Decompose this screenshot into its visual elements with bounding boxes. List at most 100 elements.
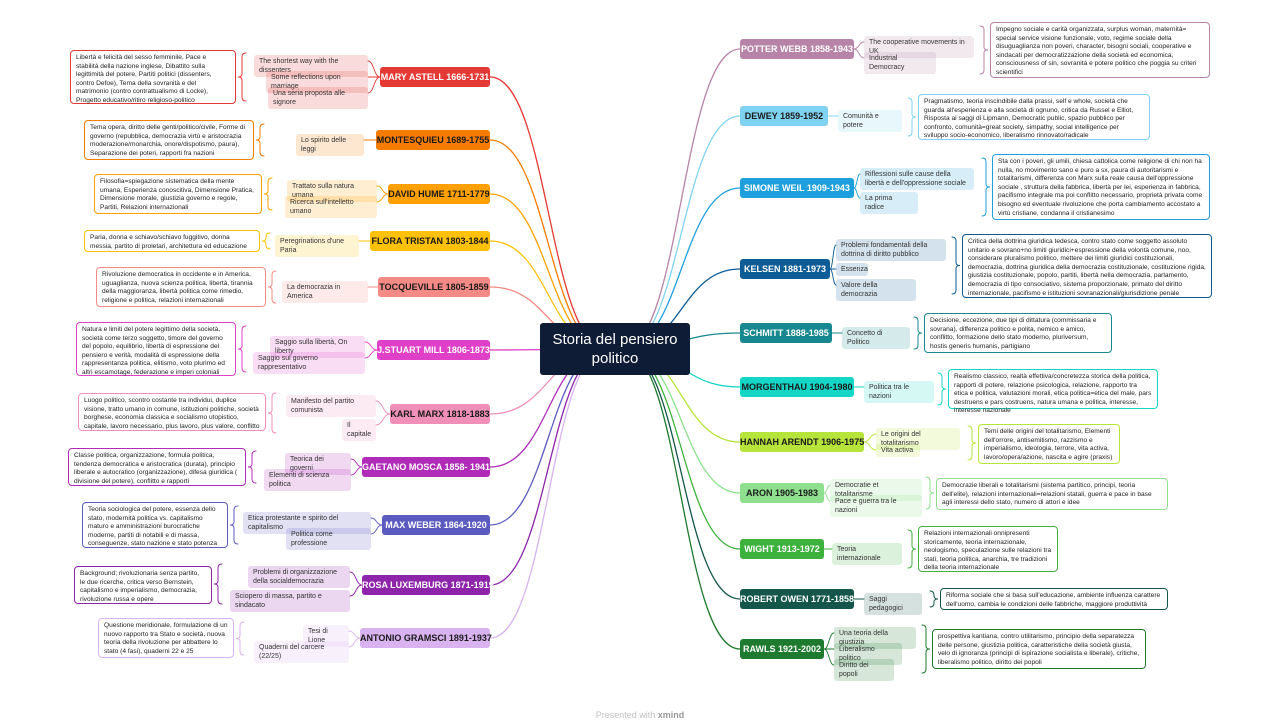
branch-tocqueville[interactable]: TOCQUEVILLE 1805-1859 [378, 277, 490, 297]
branch-montesquieu[interactable]: MONTESQUIEU 1689-1755 [376, 130, 490, 150]
subtopic-rosa-luxemburg-2[interactable]: Sciopero di massa, partito e sindacato [230, 590, 350, 612]
subtopic-kelsen-1[interactable]: Problemi fondamentali della dottrina di … [836, 239, 946, 261]
subtopic-potter-webb-1[interactable]: The cooperative movements in UK [864, 36, 974, 58]
subtopic-aron-1[interactable]: Democratie et totalitarisme [830, 479, 922, 501]
branch-david-hume[interactable]: DAVID HUME 1711-1779 [388, 184, 490, 204]
footer-watermark: Presented with xmind [595, 710, 685, 720]
sub-connector-simone-weil-2 [853, 187, 861, 199]
subtopic-karl-marx-1[interactable]: Manifesto del partito comunista [286, 395, 376, 417]
branch-schmitt[interactable]: SCHMITT 1888-1985 [740, 323, 832, 343]
connector-max-weber [489, 348, 608, 526]
note-robert-owen: Riforma sociale che si basa sull'educazi… [940, 588, 1168, 610]
subtopic-david-hume-1[interactable]: Trattato sulla natura umana [287, 180, 377, 202]
subtopic-hannah-arendt-2[interactable]: Vita activa [876, 444, 920, 457]
central-topic[interactable]: Storia del pensiero politico [540, 323, 690, 375]
subtopic-kelsen-2[interactable]: Essenza [836, 263, 868, 276]
subtopic-max-weber-2[interactable]: Politica come professione [286, 528, 371, 550]
branch-flora-tristan[interactable]: FLORA TRISTAN 1803-1844 [370, 231, 490, 251]
sub-connector-gaetano-mosca-1 [350, 458, 363, 468]
sub-connector-mary-astell-3 [367, 76, 381, 94]
subtopic-flora-tristan-1[interactable]: Peregrinations d'une Paria [275, 235, 359, 257]
branch-potter-webb[interactable]: POTTER WEBB 1858-1943 [740, 39, 854, 59]
connector-antonio-gramsci [489, 348, 608, 639]
brace-david-hume [263, 177, 273, 211]
branch-rawls[interactable]: RAWLS 1921-2002 [740, 639, 824, 659]
connector-potter-webb [622, 48, 741, 350]
subtopic-simone-weil-1[interactable]: Riflessioni sulle cause della libertà e … [860, 168, 974, 190]
note-gaetano-mosca: Classe politica, organizzazione, formula… [68, 448, 246, 486]
subtopic-morgenthau-1[interactable]: Politica tra le nazioni [864, 381, 934, 403]
subtopic-wight-1[interactable]: Teoria internazionale [832, 543, 902, 565]
note-mary-astell: Libertà e felicità del sesso femminile, … [70, 50, 236, 104]
brace-aron [925, 476, 935, 510]
subtopic-kelsen-3[interactable]: Valore della democrazia [836, 279, 916, 301]
branch-gaetano-mosca[interactable]: GAETANO MOSCA 1858- 1941 [362, 457, 490, 477]
branch-dewey[interactable]: DEWEY 1859-1952 [740, 106, 828, 126]
brace-karl-marx [267, 392, 277, 434]
sub-connector-antonio-gramsci-2 [348, 637, 361, 648]
sub-connector-rawls-3 [823, 648, 835, 666]
brace-kelsen [951, 236, 961, 295]
brace-stuart-mill [237, 325, 247, 373]
subtopic-simone-weil-2[interactable]: La prima radice [860, 192, 918, 214]
subtopic-potter-webb-2[interactable]: Industrial Democracy [864, 52, 936, 74]
subtopic-rawls-1[interactable]: Una teoria della giustizia [834, 627, 916, 649]
subtopic-stuart-mill-2[interactable]: Saggio sul governo rappresentativo [253, 352, 365, 374]
note-flora-tristan: Paria, donna e schiavo/schiavo fuggitivo… [84, 230, 260, 252]
brace-montesquieu [255, 123, 265, 157]
connector-robert-owen [622, 348, 741, 600]
branch-max-weber[interactable]: MAX WEBER 1864-1920 [382, 515, 490, 535]
sub-connector-david-hume-1 [376, 185, 389, 195]
note-max-weber: Teoria sociologica del potere, essenza d… [82, 502, 228, 548]
subtopic-rawls-3[interactable]: Diritto dei popoli [834, 659, 894, 681]
note-antonio-gramsci: Questione meridionale, formulazione di u… [98, 618, 234, 658]
brace-wight [907, 529, 917, 569]
subtopic-stuart-mill-1[interactable]: Saggio sulla libertà, On liberty [270, 336, 365, 358]
branch-aron[interactable]: ARON 1905-1983 [740, 483, 824, 503]
subtopic-rosa-luxemburg-1[interactable]: Problemi di organizzazione della sociald… [248, 566, 350, 588]
branch-hannah-arendt[interactable]: HANNAH ARENDT 1906-1975 [740, 432, 864, 452]
branch-antonio-gramsci[interactable]: ANTONIO GRAMSCI 1891-1937 [360, 628, 492, 648]
branch-kelsen[interactable]: KELSEN 1881-1973 [740, 259, 830, 279]
sub-connector-potter-webb-2 [853, 48, 865, 59]
subtopic-karl-marx-2[interactable]: Il capitale [342, 419, 376, 441]
sub-connector-karl-marx-1 [375, 400, 391, 415]
subtopic-dewey-1[interactable]: Comunità e potere [838, 110, 902, 132]
subtopic-mary-astell-2[interactable]: Some reflections upon marriage [266, 71, 368, 93]
subtopic-gaetano-mosca-1[interactable]: Teorica dei governi [285, 453, 351, 475]
brace-tocqueville [267, 270, 277, 304]
subtopic-rawls-2[interactable]: Liberalismo politico [834, 643, 902, 665]
subtopic-antonio-gramsci-1[interactable]: Tesi di Lione [303, 625, 349, 647]
subtopic-aron-2[interactable]: Pace e guerra tra le nazioni [830, 495, 922, 517]
brace-hannah-arendt [967, 425, 977, 461]
subtopic-robert-owen-1[interactable]: Saggi pedagogici [864, 593, 922, 615]
brace-robert-owen [929, 590, 939, 608]
branch-stuart-mill[interactable]: J.STUART MILL 1806-1873 [377, 340, 490, 360]
subtopic-max-weber-1[interactable]: Etica protestante e spirito del capitali… [243, 512, 371, 534]
subtopic-montesquieu-1[interactable]: Lo spirito delle leggi [296, 134, 364, 156]
subtopic-hannah-arendt-1[interactable]: Le origini del totalitarismo [876, 428, 960, 450]
branch-wight[interactable]: WIGHT 1913-1972 [740, 539, 824, 559]
note-kelsen: Critica della dottrina giuridica tedesca… [962, 234, 1212, 298]
subtopic-schmitt-1[interactable]: Concetto di Politico [842, 327, 910, 349]
branch-morgenthau[interactable]: MORGENTHAU 1904-1980 [740, 377, 854, 397]
subtopic-antonio-gramsci-2[interactable]: Quaderni del carcere (22/25) [254, 641, 349, 663]
subtopic-mary-astell-3[interactable]: Una seria proposta alle signore [268, 87, 368, 109]
branch-rosa-luxemburg[interactable]: ROSA LUXEMBURG 1871-1919 [362, 575, 494, 595]
sub-connector-gaetano-mosca-2 [350, 466, 363, 476]
note-tocqueville: Rivoluzione democratica in occidente e i… [96, 267, 266, 307]
subtopic-mary-astell-1[interactable]: The shortest way with the dissenters [254, 55, 368, 77]
sub-connector-max-weber-2 [370, 524, 383, 535]
note-simone-weil: Sta con i poveri, gli umili, chiesa catt… [992, 154, 1210, 220]
branch-mary-astell[interactable]: MARY ASTELL 1666-1731 [380, 67, 490, 87]
sub-connector-rawls-1 [823, 632, 835, 650]
note-schmitt: Decisione, eccezione, due tipi di dittat… [924, 313, 1112, 353]
branch-simone-weil[interactable]: SIMONE WEIL 1909-1943 [740, 178, 854, 198]
subtopic-gaetano-mosca-2[interactable]: Elementi di scienza politica [264, 469, 351, 491]
subtopic-tocqueville-1[interactable]: La democrazia in America [282, 281, 368, 303]
branch-robert-owen[interactable]: ROBERT OWEN 1771-1858 [740, 589, 854, 609]
brace-mary-astell [237, 52, 247, 102]
branch-karl-marx[interactable]: KARL MARX 1818-1883 [390, 404, 490, 424]
connector-mary-astell [489, 76, 608, 350]
subtopic-david-hume-2[interactable]: Ricerca sull'intelletto umano [285, 196, 377, 218]
